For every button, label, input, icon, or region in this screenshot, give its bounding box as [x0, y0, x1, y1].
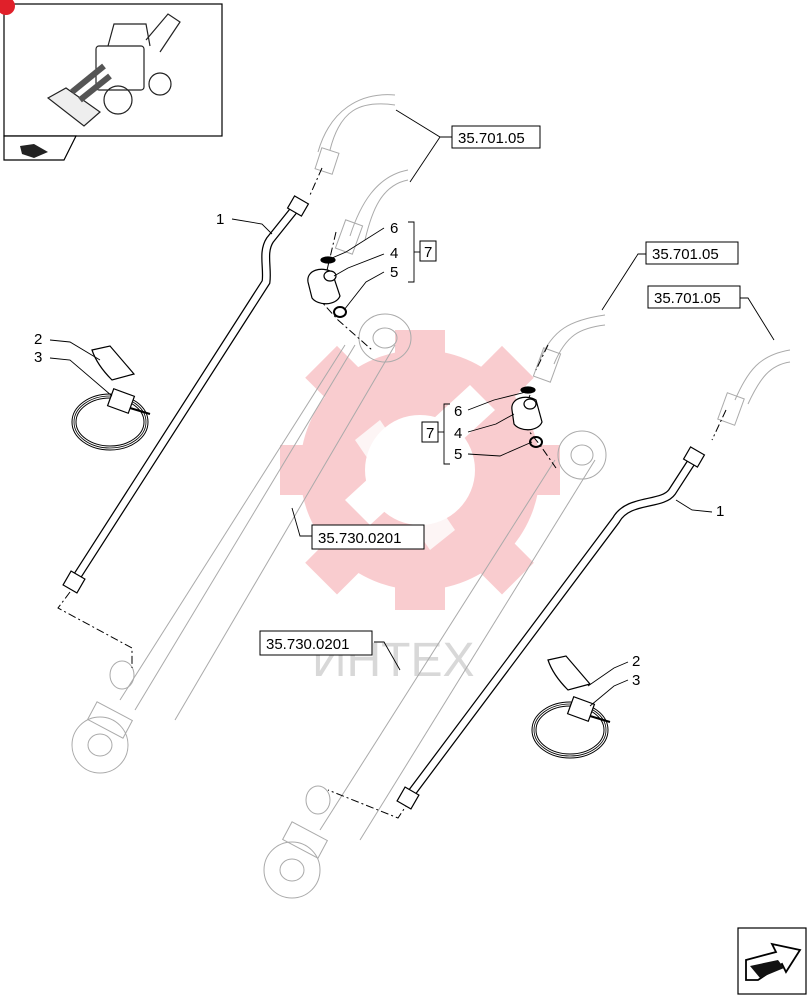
callout-left-kit-label: 7: [424, 244, 432, 261]
ghost-components: [71, 94, 791, 899]
callout-right-clamp: 3: [632, 672, 640, 689]
backhoe-loader-thumbnail-icon: [46, 13, 181, 127]
callout-right-fitting: 4: [454, 425, 462, 442]
ref-hose-right-upper-label: 35.701.05: [652, 246, 719, 263]
leader-lines: [49, 109, 775, 707]
callout-left-clamp-cover: 2: [34, 331, 42, 348]
ref-hose-top-label: 35.701.05: [458, 130, 525, 147]
callout-left-oring: 6: [390, 220, 398, 237]
left-fitting-group[interactable]: [307, 256, 347, 318]
callout-right-clamp-cover: 2: [632, 653, 640, 670]
ref-cylinder-lower-label: 35.730.0201: [266, 636, 349, 653]
left-seal: [333, 306, 347, 318]
left-clamp[interactable]: [71, 345, 151, 451]
left-oring: [320, 256, 336, 264]
nav-next-button[interactable]: [737, 927, 807, 995]
ref-hose-top[interactable]: 35.701.05: [451, 125, 541, 149]
ref-cylinder-lower[interactable]: 35.730.0201: [259, 630, 373, 656]
callout-left-fitting: 4: [390, 245, 398, 262]
ref-hose-right-lower-label: 35.701.05: [654, 290, 721, 307]
callout-right-seal: 5: [454, 446, 462, 463]
ref-hose-right-lower[interactable]: 35.701.05: [647, 285, 741, 309]
callout-right-oring: 6: [454, 403, 462, 420]
ref-cylinder-upper-label: 35.730.0201: [318, 530, 401, 547]
nav-prev-button[interactable]: [3, 135, 77, 161]
thumbnail-box[interactable]: [0, 0, 223, 137]
right-seal: [529, 436, 543, 448]
right-clamp[interactable]: [531, 655, 611, 759]
callout-right-kit-label: 7: [426, 425, 434, 442]
callout-right-pipe: 1: [716, 503, 724, 520]
callout-left-clamp: 3: [34, 349, 42, 366]
left-pipe[interactable]: [62, 195, 310, 594]
right-oring: [520, 386, 536, 394]
indicator-dot: [0, 0, 15, 15]
callout-left-seal: 5: [390, 264, 398, 281]
ref-cylinder-upper[interactable]: 35.730.0201: [311, 524, 425, 550]
right-pipe[interactable]: [396, 446, 706, 810]
callout-right-kit[interactable]: 7: [421, 421, 439, 443]
arrow-back-icon: [20, 144, 48, 158]
ref-hose-right-upper[interactable]: 35.701.05: [645, 241, 739, 265]
callout-left-pipe: 1: [216, 211, 224, 228]
right-fitting-group[interactable]: [511, 386, 543, 448]
callout-left-kit[interactable]: 7: [419, 240, 437, 262]
